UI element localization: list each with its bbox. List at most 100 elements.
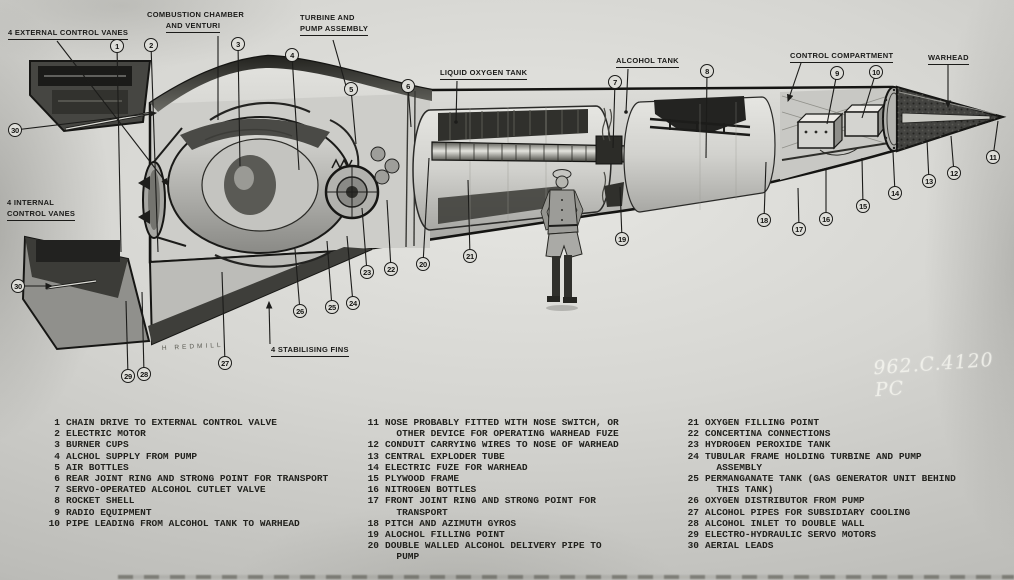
diagram-label-external-control-vanes: 4 EXTERNAL CONTROL VANES <box>8 27 129 40</box>
central-delivery-pipe <box>431 135 658 166</box>
callout-18: 18 <box>757 213 771 227</box>
stabilising-fin: H REDMILL <box>148 247 373 352</box>
callout-28: 28 <box>137 367 151 381</box>
callout-8: 8 <box>700 64 714 78</box>
air-bottle-icon <box>384 158 400 174</box>
concertina-connections <box>601 107 613 204</box>
internal-vane-icon <box>138 210 150 224</box>
callout-15: 15 <box>856 199 870 213</box>
callout-line-3 <box>237 43 241 167</box>
callout-9: 9 <box>830 66 844 80</box>
callout-22: 22 <box>384 262 398 276</box>
front-joint-ring <box>881 86 907 152</box>
callout-line-8 <box>705 70 708 159</box>
diagram-label-warhead: WARHEAD <box>928 52 969 65</box>
callout-24: 24 <box>346 296 360 310</box>
callout-line-23 <box>361 207 368 273</box>
callout-line-1 <box>116 45 122 253</box>
callout-6: 6 <box>401 79 415 93</box>
callout-line-25 <box>326 240 333 308</box>
callout-12: 12 <box>947 166 961 180</box>
callout-line-29 <box>125 300 129 377</box>
leader-line-stabilising-fins <box>265 300 273 345</box>
control-compartment <box>780 88 891 180</box>
engine-bay <box>152 93 430 261</box>
alcohol-tank <box>623 96 776 213</box>
callout-line-9 <box>826 72 838 125</box>
liquid-oxygen-tank <box>412 105 612 231</box>
callout-19: 19 <box>615 232 629 246</box>
callout-line-27 <box>221 271 226 364</box>
callout-2: 2 <box>144 38 158 52</box>
callout-1: 1 <box>110 39 124 53</box>
venturi-exit <box>142 161 166 239</box>
top-fin <box>29 60 152 133</box>
rear-joint-ring <box>405 90 416 248</box>
callout-7: 7 <box>608 75 622 89</box>
leader-line-control-compartment <box>787 62 802 103</box>
callout-line-2 <box>150 44 159 253</box>
callout-line-20 <box>422 157 430 265</box>
callout-30: 30 <box>11 279 25 293</box>
callout-30: 30 <box>8 123 22 137</box>
callout-25: 25 <box>325 300 339 314</box>
bottom-far-fin <box>21 235 151 351</box>
callout-4: 4 <box>285 48 299 62</box>
callout-29: 29 <box>121 369 135 383</box>
artist-signature: H REDMILL <box>162 342 224 352</box>
callout-line-4 <box>291 54 300 171</box>
warhead-cone <box>895 85 1006 153</box>
soldier-figure <box>540 169 584 311</box>
leader-line-turbine-pump-assembly <box>332 39 347 87</box>
rocket-hull <box>148 54 1007 264</box>
radio-equipment-boxes <box>796 103 886 156</box>
callout-26: 26 <box>293 304 307 318</box>
aerial-lead-top-icon <box>65 109 163 131</box>
leader-line-alcohol-tank <box>625 68 629 113</box>
callout-line-30 <box>14 110 158 131</box>
air-bottle-icon <box>374 169 390 185</box>
air-bottle-icon <box>370 146 386 162</box>
callout-13: 13 <box>922 174 936 188</box>
photo-edge-artifact <box>118 575 1014 579</box>
callout-line-5 <box>350 88 357 145</box>
callout-16: 16 <box>819 212 833 226</box>
callout-line-7 <box>612 81 616 149</box>
callout-14: 14 <box>888 186 902 200</box>
diagram-label-control-compartment: CONTROL COMPARTMENT <box>790 50 894 63</box>
diagram-label-liquid-oxygen-tank: LIQUID OXYGEN TANK <box>440 67 528 80</box>
aerial-lead-bottom-icon <box>45 279 97 290</box>
callout-line-22 <box>386 199 392 270</box>
engine-piping <box>204 101 360 268</box>
diagram-label-stabilising-fins: 4 STABILISING FINS <box>271 344 349 357</box>
callout-20: 20 <box>416 257 430 271</box>
leader-line-external-control-vanes <box>56 40 169 186</box>
